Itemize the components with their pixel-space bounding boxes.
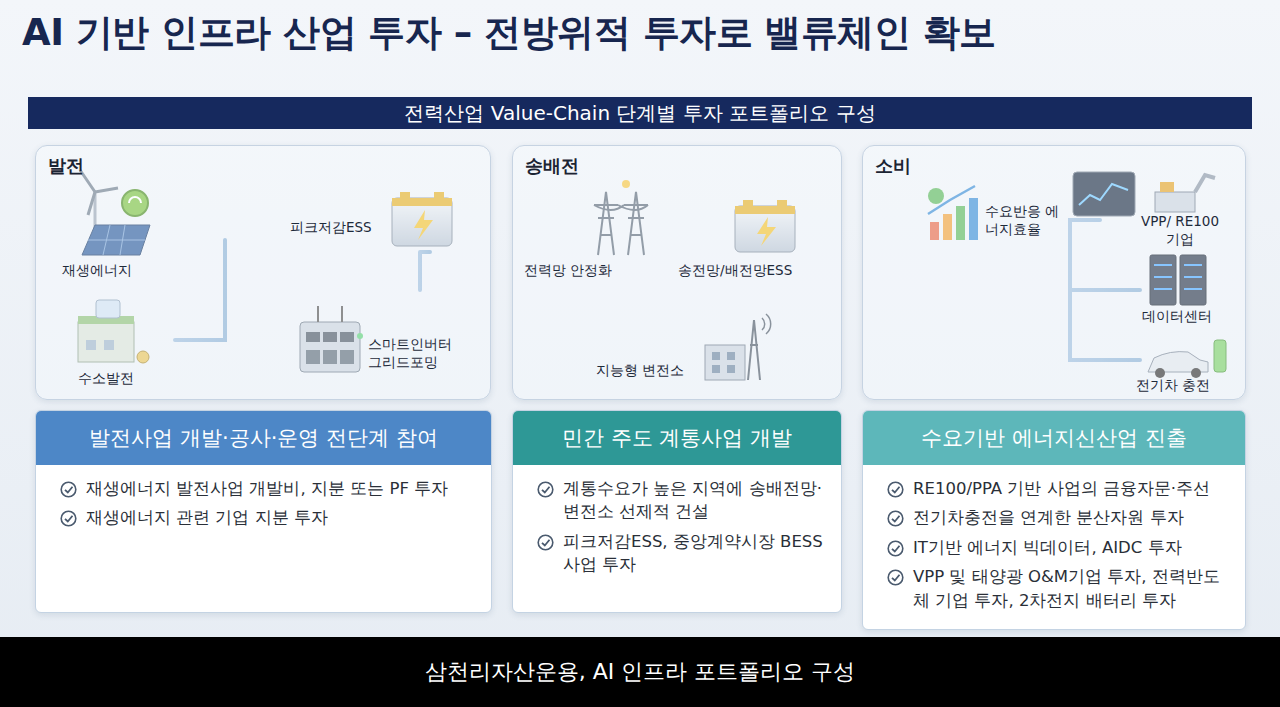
category-card: 수요기반 에너지신산업 진출RE100/PPA 기반 사업의 금융자문·주선전기… [862, 410, 1246, 630]
icon-label: 수요반응 에너지효율 [985, 203, 1065, 238]
check-icon [887, 540, 904, 557]
card-header: 민간 주도 계통사업 개발 [513, 411, 841, 465]
band-title: 전력산업 Value-Chain 단계별 투자 포트폴리오 구성 [404, 100, 875, 127]
card-body: 재생에너지 발전사업 개발비, 지분 또는 PF 투자재생에너지 관련 기업 지… [36, 465, 491, 546]
bullet-item: IT기반 에너지 빅데이터, AIDC 투자 [887, 536, 1231, 559]
caption: 삼천리자산운용, AI 인프라 포트폴리오 구성 [0, 637, 1280, 707]
bullet-item: RE100/PPA 기반 사업의 금융자문·주선 [887, 477, 1231, 500]
bullet-item: 재생에너지 관련 기업 지분 투자 [60, 506, 477, 529]
bullet-item: 재생에너지 발전사업 개발비, 지분 또는 PF 투자 [60, 477, 477, 500]
card-body: RE100/PPA 기반 사업의 금융자문·주선전기차충전을 연계한 분산자원 … [863, 465, 1245, 628]
bullet-text: 계통수요가 높은 지역에 송배전망·변전소 선제적 건설 [563, 477, 827, 524]
bullet-text: 재생에너지 발전사업 개발비, 지분 또는 PF 투자 [86, 477, 448, 500]
icon-label: 스마트인버터 그리드포밍 [368, 336, 458, 371]
check-icon [887, 481, 904, 498]
panel-heading: 송배전 [525, 154, 829, 178]
panel-heading: 소비 [875, 154, 1233, 178]
bullet-text: 전기차충전을 연계한 분산자원 투자 [913, 506, 1184, 529]
bullet-text: IT기반 에너지 빅데이터, AIDC 투자 [913, 536, 1182, 559]
check-icon [537, 534, 554, 551]
check-icon [60, 510, 77, 527]
bullet-text: VPP 및 태양광 O&M기업 투자, 전력반도체 기업 투자, 2차전지 배터… [913, 565, 1231, 612]
stage-panel: 소비 [862, 145, 1246, 400]
bullet-item: 계통수요가 높은 지역에 송배전망·변전소 선제적 건설 [537, 477, 827, 524]
category-card: 민간 주도 계통사업 개발계통수요가 높은 지역에 송배전망·변전소 선제적 건… [512, 410, 842, 613]
bullet-text: 피크저감ESS, 중앙계약시장 BESS 사업 투자 [563, 530, 827, 577]
card-header: 수요기반 에너지신산업 진출 [863, 411, 1245, 465]
category-card: 발전사업 개발·공사·운영 전단계 참여재생에너지 발전사업 개발비, 지분 또… [35, 410, 492, 613]
icon-label: 전력망 안정화 [524, 262, 624, 280]
icon-label: VPP/ RE100 기업 [1140, 213, 1220, 248]
check-icon [887, 569, 904, 586]
bullet-item: VPP 및 태양광 O&M기업 투자, 전력반도체 기업 투자, 2차전지 배터… [887, 565, 1231, 612]
bullet-item: 피크저감ESS, 중앙계약시장 BESS 사업 투자 [537, 530, 827, 577]
icon-label: 전기차 충전 [1136, 377, 1236, 395]
check-icon [887, 510, 904, 527]
bullet-text: 재생에너지 관련 기업 지분 투자 [86, 506, 328, 529]
icon-label: 송전망/배전망ESS [678, 262, 808, 280]
panel-heading: 발전 [48, 154, 478, 178]
card-body: 계통수요가 높은 지역에 송배전망·변전소 선제적 건설피크저감ESS, 중앙계… [513, 465, 841, 593]
check-icon [60, 481, 77, 498]
header-band: 전력산업 Value-Chain 단계별 투자 포트폴리오 구성 [28, 97, 1252, 129]
icon-label: 데이터센터 [1142, 308, 1232, 326]
bullet-text: RE100/PPA 기반 사업의 금융자문·주선 [913, 477, 1210, 500]
check-icon [537, 481, 554, 498]
bullet-item: 전기차충전을 연계한 분산자원 투자 [887, 506, 1231, 529]
icon-label: 수소발전 [78, 370, 168, 388]
icon-label: 지능형 변전소 [596, 362, 696, 380]
card-header: 발전사업 개발·공사·운영 전단계 참여 [36, 411, 491, 465]
icon-label: 재생에너지 [62, 262, 172, 280]
icon-label: 피크저감ESS [290, 219, 390, 237]
main-title: AI 기반 인프라 산업 투자 – 전방위적 투자로 밸류체인 확보 [22, 8, 996, 58]
